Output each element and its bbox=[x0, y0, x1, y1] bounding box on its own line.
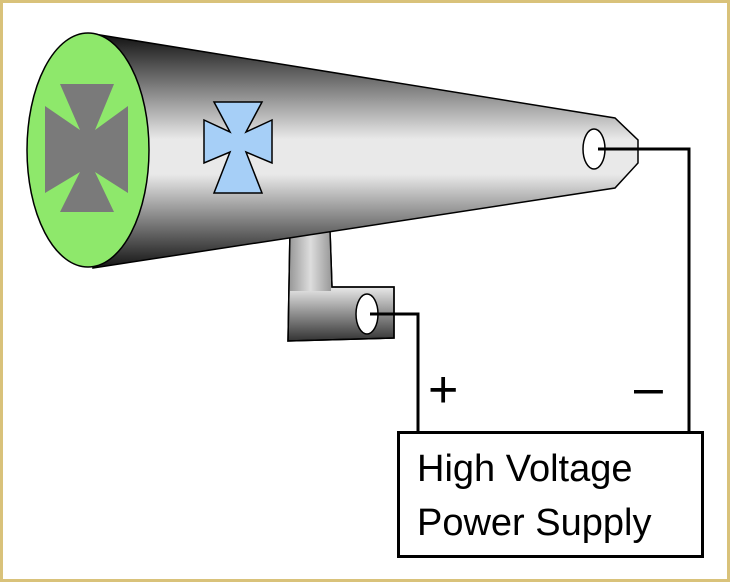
positive-terminal-sign: + bbox=[428, 361, 459, 419]
power-supply-box: High Voltage Power Supply bbox=[397, 431, 704, 558]
anode-arm-stem bbox=[290, 231, 331, 291]
tube-body bbox=[92, 33, 639, 269]
negative-terminal-sign: – bbox=[634, 359, 663, 417]
power-supply-label-line2: Power Supply bbox=[417, 502, 652, 544]
cathode-wire bbox=[598, 147, 691, 431]
anode-wire bbox=[370, 312, 420, 431]
power-supply-label-line1: High Voltage bbox=[417, 448, 633, 490]
cross-shadow bbox=[45, 84, 128, 212]
maltese-cross bbox=[203, 101, 273, 194]
